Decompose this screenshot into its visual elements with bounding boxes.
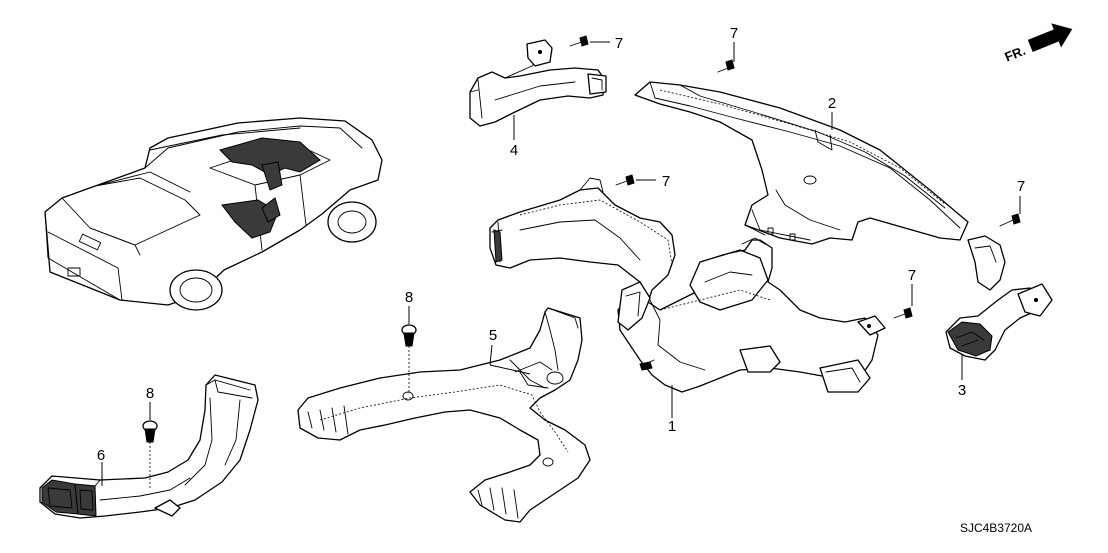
callout-7-a: 7 [615, 35, 623, 52]
bolt-7-d [999, 213, 1021, 227]
callout-8-a: 8 [405, 289, 413, 306]
clip-8-b [142, 420, 158, 443]
bolt-7-b [717, 59, 735, 73]
callout-7-c: 7 [662, 173, 670, 190]
callout-1: 1 [668, 418, 676, 435]
callout-3: 3 [958, 382, 966, 399]
diagram-code: SJC4B3720A [960, 521, 1032, 535]
callout-7-e: 7 [908, 267, 916, 284]
bolt-7-e [893, 307, 913, 319]
front-label: FR. [1003, 43, 1028, 65]
duct-part-5 [297, 307, 591, 523]
callout-6: 6 [97, 447, 105, 464]
leader-lines [101, 41, 1021, 490]
front-direction-indicator: FR. [1003, 23, 1073, 65]
front-arrow-icon [1027, 23, 1073, 52]
vehicle-illustration [44, 117, 383, 311]
callout-7-d: 7 [1017, 178, 1025, 195]
duct-part-6 [39, 374, 259, 519]
bolt-7-c [615, 174, 635, 186]
callout-2: 2 [828, 95, 836, 112]
duct-part-1 [489, 177, 886, 393]
callout-7-b: 7 [730, 25, 738, 42]
callout-8-b: 8 [146, 385, 154, 402]
duct-part-4 [469, 39, 607, 127]
callout-4: 4 [510, 142, 518, 159]
bolt-7-a [569, 35, 589, 47]
duct-part-2 [634, 81, 969, 245]
clip-8-a [401, 324, 417, 347]
callout-5: 5 [489, 327, 497, 344]
duct-part-3 [945, 235, 1053, 361]
